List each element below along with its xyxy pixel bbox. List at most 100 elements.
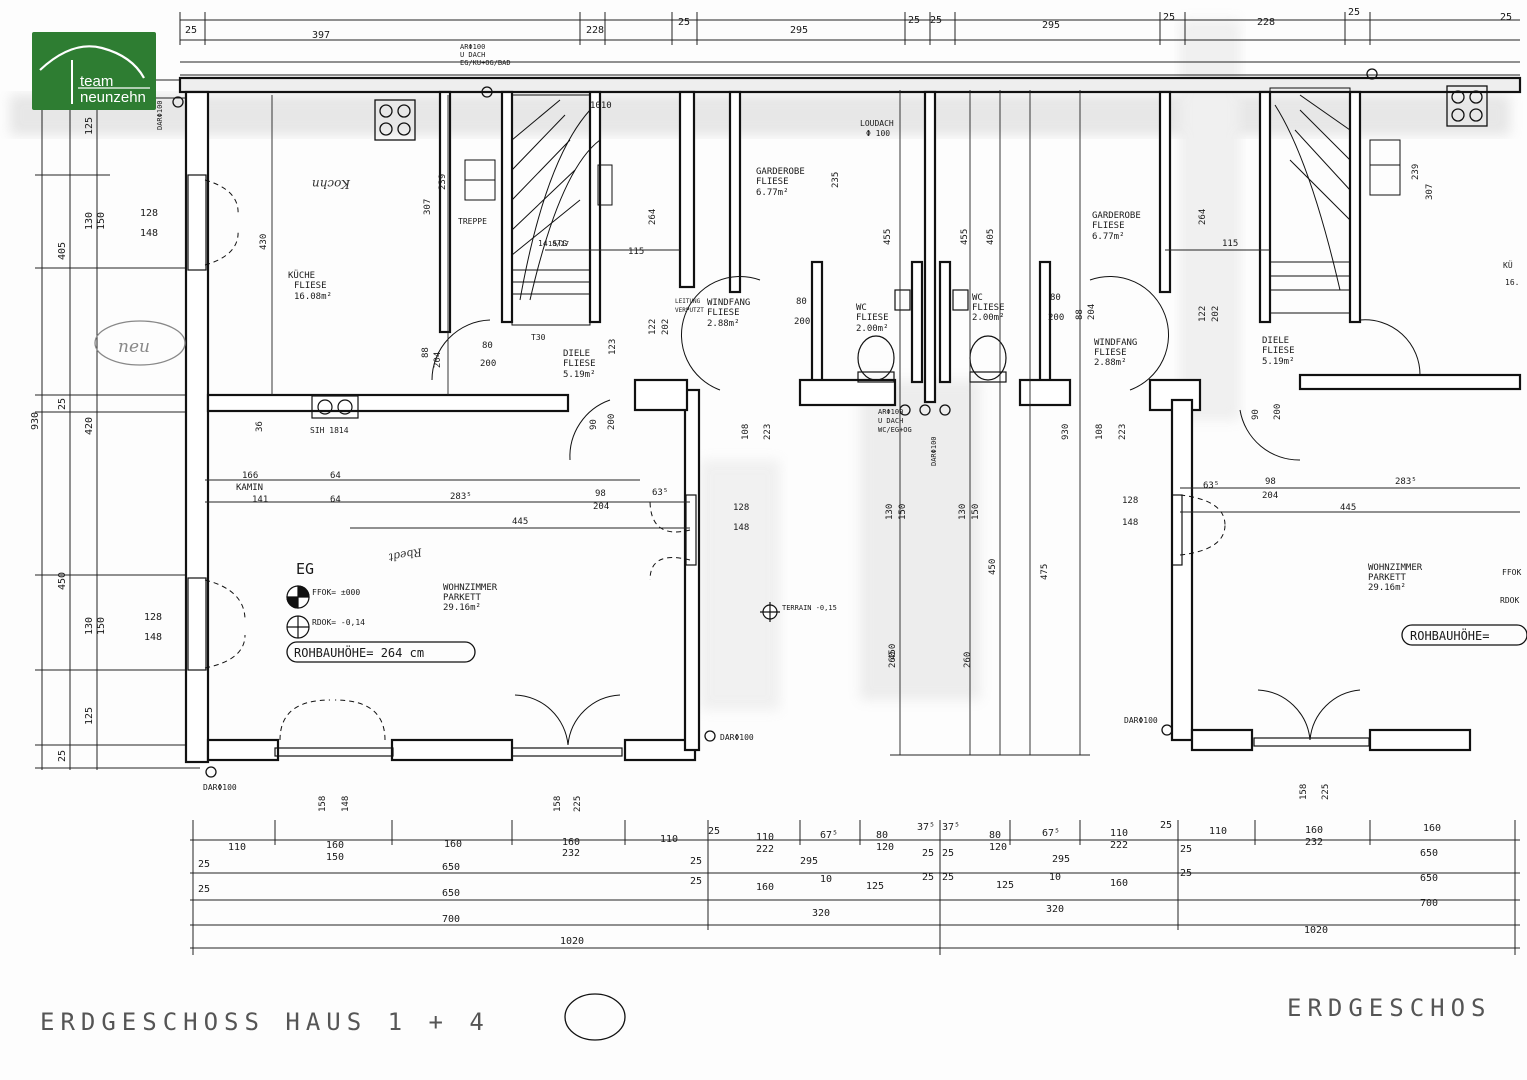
dim-bottom: 10 <box>820 874 832 885</box>
handwritten-notes: neu Kochn Rbedt <box>118 177 424 564</box>
label-kueche-floor: FLIESE <box>294 281 327 291</box>
dim-bottom: 25 <box>1180 868 1192 879</box>
dim-room: 128 <box>733 503 749 513</box>
dim-room: 148 <box>341 796 351 812</box>
dim-room: 90 <box>589 419 599 430</box>
dim-room: 225 <box>1321 784 1331 800</box>
dim-room: 108 <box>741 424 751 440</box>
dim-bottom: 125 <box>996 880 1014 891</box>
dim-room: 260 <box>963 652 973 668</box>
dim-top: 397 <box>312 30 330 41</box>
label-garderobe-area: 6.77m² <box>756 188 789 198</box>
stove-icon <box>374 99 416 141</box>
label-wc-floor: FLIESE <box>856 313 889 323</box>
dim-window: 128 <box>140 208 158 219</box>
label-dar-r: DARΦ100 <box>1124 716 1158 725</box>
dim-bottom: 320 <box>812 908 830 919</box>
label-phi: Φ 100 <box>866 129 890 138</box>
dim-top: 295 <box>790 25 808 36</box>
dim-room: 63⁵ <box>652 488 668 498</box>
dim-room: 115 <box>628 247 644 257</box>
label-diele-floor-r: FLIESE <box>1262 346 1295 356</box>
dim-room: 405 <box>986 229 996 245</box>
label-treppe: TREPPE <box>458 217 487 226</box>
dim-room: 204 <box>1087 304 1097 320</box>
dim-room: 158 <box>553 796 563 812</box>
dimension-numbers: 397 228 1010 295 295 228 25 25 25 25 25 … <box>30 7 1512 812</box>
dim-bottom: 67⁵ <box>820 830 838 841</box>
dim-bottom: 160 <box>1423 823 1441 834</box>
dim-bottom: 1020 <box>1304 925 1328 936</box>
dim-bottom: 25 <box>922 848 934 859</box>
label-garderobe-floor-r: FLIESE <box>1092 221 1125 231</box>
dim-top: 1010 <box>590 101 612 111</box>
dim-bottom: 222 <box>1110 840 1128 851</box>
label-windfang-area-r: 2.88m² <box>1094 358 1127 368</box>
downpipe-icons <box>172 68 1378 778</box>
dim-room: 122 <box>648 319 658 335</box>
label-ar-top: ARΦ100 <box>460 43 485 51</box>
label-dar-top: DARΦ100 <box>156 100 164 130</box>
dim-room: 200 <box>794 317 810 327</box>
label-ffok-r: FFOK <box>1502 568 1521 577</box>
dim-bottom: 160 <box>756 882 774 893</box>
dim-room: 115 <box>1222 239 1238 249</box>
handwritten-oval <box>94 320 186 366</box>
cabinets <box>464 139 1401 201</box>
dim-room: 141 <box>252 495 268 505</box>
label-wohnzimmer-area-r: 29.16m² <box>1368 583 1406 593</box>
window-frames <box>187 174 1370 757</box>
dim-room: 204 <box>433 352 443 368</box>
dim-room: 128 <box>1122 496 1138 506</box>
label-t30: T30 <box>531 333 546 342</box>
dim-room: 200 <box>607 414 617 430</box>
house-number-circle <box>564 993 626 1041</box>
stove-icon-right <box>1446 85 1488 127</box>
label-diele-area-r: 5.19m² <box>1262 357 1295 367</box>
dim-room: 239 <box>1411 164 1421 180</box>
level-markers <box>286 585 780 639</box>
dim-room: 200 <box>1048 313 1064 323</box>
label-garderobe: GARDEROBE <box>756 167 805 177</box>
dim-bottom: 110 <box>660 834 678 845</box>
center-labels: TERRAIN -0,15 ARΦ100 U DACH WC/EG+OG DAR… <box>782 408 938 612</box>
dim-room: 260 <box>888 652 898 668</box>
dim-bottom: 295 <box>800 856 818 867</box>
label-wohnzimmer-floor-r: PARKETT <box>1368 573 1407 583</box>
label-stg-ratio: 18/27 <box>548 240 569 248</box>
dim-bottom: 160 <box>1305 825 1323 836</box>
rohbau-box-right: ROHBAUHÖHE= <box>1401 624 1527 646</box>
label-diele-r: DIELE <box>1262 336 1289 346</box>
toilet-icons <box>857 289 1007 383</box>
dim-room: 200 <box>480 359 496 369</box>
label-windfang-area: 2.88m² <box>707 319 740 329</box>
dim-bottom: 120 <box>989 842 1007 853</box>
dim-room: 88 <box>1075 309 1085 320</box>
room-labels: KÜCHE FLIESE 16.08m² KAMIN SIH 1814 DIEL… <box>156 43 894 792</box>
label-windfang-floor-r: FLIESE <box>1094 348 1127 358</box>
dim-room: 148 <box>1122 518 1138 528</box>
dim-room: 930 <box>1061 424 1071 440</box>
dim-room: 204 <box>1262 491 1278 501</box>
dim-room: 130 <box>885 504 895 520</box>
dim-room: 158 <box>1299 784 1309 800</box>
dim-room: 225 <box>573 796 583 812</box>
dim-room: 88 <box>421 347 431 358</box>
dim-room: 239 <box>438 174 448 190</box>
dim-room: 130 <box>958 504 968 520</box>
label-leitung: LEITUNG <box>675 298 701 305</box>
left-house-walls <box>178 76 1522 764</box>
dim-room: 450 <box>888 644 898 660</box>
dim-room: 430 <box>259 234 269 250</box>
dim-top: 228 <box>1257 17 1275 28</box>
dim-bottom: 700 <box>442 914 460 925</box>
label-windfang-floor: FLIESE <box>707 308 740 318</box>
label-rohbau-right: ROHBAUHÖHE= <box>1410 627 1489 643</box>
dim-room: 150 <box>971 504 981 520</box>
label-wohnzimmer-r: WOHNZIMMER <box>1368 563 1423 573</box>
label-eg-ku: EG/KU+OG/BAD <box>460 59 511 67</box>
dim-bottom: 160 <box>562 837 580 848</box>
label-dar100: DARΦ100 <box>930 436 938 466</box>
dim-room: 98 <box>1265 477 1276 487</box>
dim-window: 148 <box>140 228 158 239</box>
